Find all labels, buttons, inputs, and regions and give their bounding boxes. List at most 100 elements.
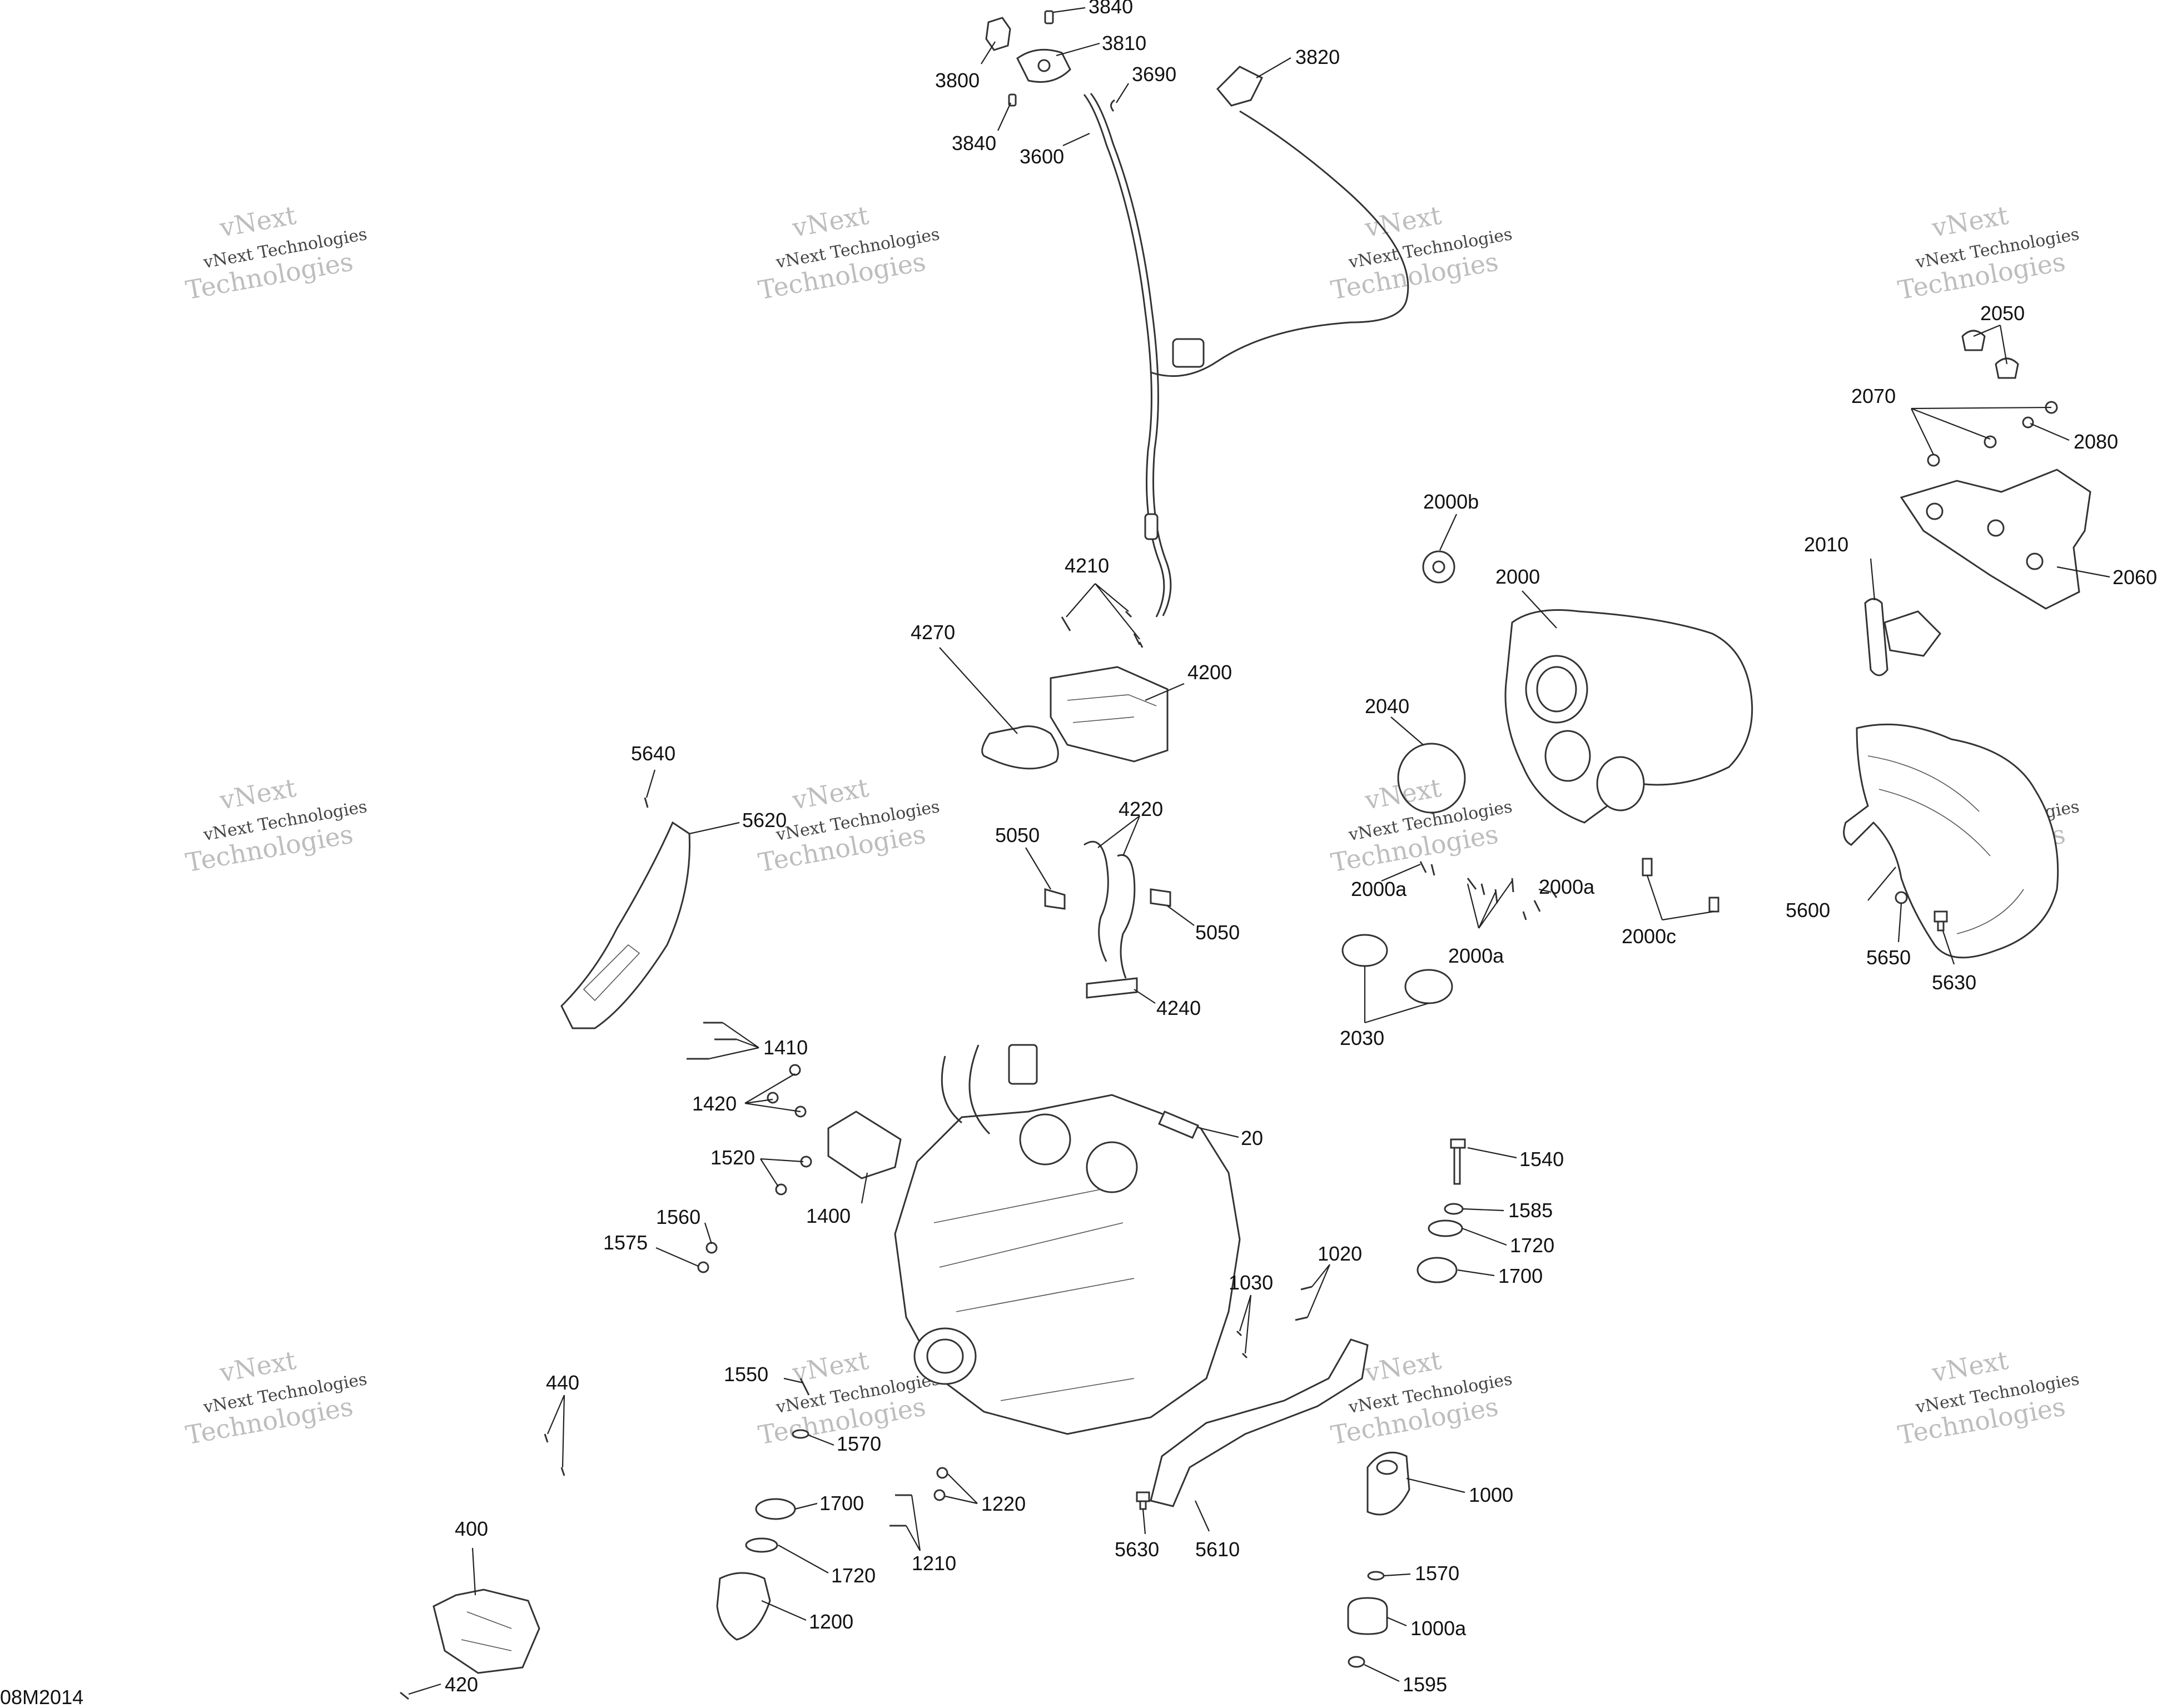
watermark-line2: vNext: [789, 200, 871, 243]
callout-1540: 1540: [1519, 1148, 1564, 1171]
leader-line: [1457, 1269, 1495, 1277]
leader-line: [1364, 966, 1429, 1024]
part-4220-wire-icon: [1084, 840, 1109, 962]
callout-2080: 2080: [2074, 430, 2118, 453]
part-1575-washer-icon: [697, 1261, 709, 1273]
callout-2000b: 2000b: [1423, 490, 1479, 513]
leader-line: [1406, 1477, 1465, 1493]
callout-3820: 3820: [1295, 46, 1340, 68]
callout-1410: 1410: [763, 1036, 808, 1059]
part-400-detail-icon: [461, 1611, 512, 1651]
part-1220-washer-icon: [933, 1489, 946, 1501]
leader-line: [808, 1434, 834, 1446]
callout-3690: 3690: [1132, 63, 1176, 86]
part-5650-washer-icon: [1895, 891, 1908, 904]
watermark-line2: vNext: [217, 200, 299, 243]
watermark: vNext vNext Technologies Technologies: [1896, 200, 2081, 306]
part-3820-lever-icon: [1216, 66, 1264, 107]
part-2050-grommet-icon: [1961, 330, 1986, 351]
part-group-air-intake: [1341, 609, 1753, 1004]
callout-3840: 3840: [952, 132, 996, 155]
callout-3600: 3600: [1020, 145, 1064, 168]
watermark-line2: vNext: [1929, 200, 2011, 243]
part-2000a-bolt-icon: [1419, 861, 1558, 920]
leader-line: [1053, 7, 1086, 13]
watermark: vNext vNext Technologies Technologies: [756, 200, 941, 306]
leader-line: [1390, 716, 1424, 745]
part-5620-recess-icon: [583, 944, 640, 1002]
part-1520-nut-icon: [775, 1183, 787, 1196]
leader-line: [1239, 1294, 1252, 1354]
watermark: vNext vNext Technologies Technologies: [1896, 1345, 2081, 1451]
leader-line: [1381, 863, 1421, 882]
part-1700-damper-icon: [1417, 1257, 1458, 1283]
callout-1400: 1400: [806, 1204, 851, 1227]
part-1570-washer-icon: [792, 1429, 809, 1439]
part-20-hose-icon: [1157, 1111, 1200, 1139]
watermark: vNext vNext Technologies Technologies: [183, 200, 369, 306]
part-2030-clamp-icon: [1404, 969, 1453, 1004]
leader-line: [744, 1073, 801, 1113]
part-3810-hole-icon: [1037, 59, 1051, 72]
part-4200-module-detail-icon: [1067, 694, 1157, 723]
part-group-lower-left: [400, 1378, 1150, 1700]
part-420-screw-icon: [400, 1691, 409, 1700]
leader-line: [2056, 566, 2110, 578]
part-engine-connector-icon: [1008, 1044, 1038, 1085]
watermark: vNext vNext Technologies Technologies: [1329, 773, 1514, 878]
part-4210-screw-icon: [1061, 610, 1144, 648]
leader-line: [1142, 1508, 1146, 1535]
watermark-line2: vNext: [217, 773, 299, 815]
part-1420-washer-icon: [767, 1092, 779, 1104]
leader-line: [761, 1600, 807, 1621]
callout-5640: 5640: [631, 742, 675, 765]
leader-line: [1056, 42, 1100, 57]
part-5610-shield-icon: [1150, 1338, 1369, 1507]
callout-2030: 2030: [1340, 1027, 1384, 1049]
part-5630-bolt-icon: [1934, 910, 1948, 932]
callout-1595: 1595: [1403, 1673, 1447, 1696]
callout-2000a: 2000a: [1448, 944, 1504, 967]
part-1400-mount-icon: [827, 1111, 902, 1179]
part-group-left-mounts: [687, 1022, 902, 1273]
leader-line: [1973, 324, 2008, 365]
callout-5610: 5610: [1195, 1538, 1240, 1561]
leader-line: [939, 647, 1018, 734]
part-2060-bracket-icon: [1900, 469, 2091, 610]
part-2070-washer-icon: [1927, 454, 1940, 467]
part-2040-clamp-icon: [1397, 743, 1466, 814]
callout-5620: 5620: [742, 809, 787, 831]
part-4270-strap-icon: [981, 725, 1059, 770]
part-1000a-bushing-icon: [1347, 1597, 1388, 1635]
callout-440: 440: [546, 1371, 579, 1394]
part-1030-nut-icon: [1236, 1330, 1248, 1359]
part-2000c-fitting-icon: [1642, 858, 1719, 913]
leader-line: [645, 769, 656, 798]
part-1420-washer-icon: [794, 1106, 807, 1118]
part-engine-cylinder-icon: [1019, 1113, 1071, 1166]
leader-line: [981, 41, 996, 64]
callout-2060: 2060: [2113, 566, 2157, 589]
leader-line: [1134, 989, 1156, 1004]
part-2000-outlet-icon: [1596, 756, 1645, 811]
part-engine-hose-icon: [941, 1044, 991, 1135]
part-3800-clamp-icon: [985, 17, 1011, 51]
part-2060-hole-icon: [1987, 519, 2005, 537]
part-3840-screw-icon: [1044, 10, 1054, 24]
callout-5650: 5650: [1866, 946, 1911, 969]
leader-line: [704, 1222, 713, 1244]
part-group-throttle-cables: [985, 10, 1409, 618]
part-1220-washer-icon: [936, 1467, 948, 1479]
leader-line: [1439, 514, 1457, 551]
callout-1520: 1520: [710, 1146, 755, 1169]
leader-line: [1646, 875, 1714, 921]
leader-line: [945, 1473, 978, 1505]
callout-2000c: 2000c: [1622, 925, 1676, 948]
part-1210-bolt-icon: [889, 1494, 912, 1527]
callout-4200: 4200: [1187, 661, 1232, 684]
callout-1575: 1575: [603, 1231, 648, 1254]
leader-line: [1897, 903, 1902, 943]
leader-line: [708, 1022, 759, 1060]
leader-line: [783, 1377, 804, 1384]
part-1020-bolt-icon: [1295, 1286, 1313, 1321]
